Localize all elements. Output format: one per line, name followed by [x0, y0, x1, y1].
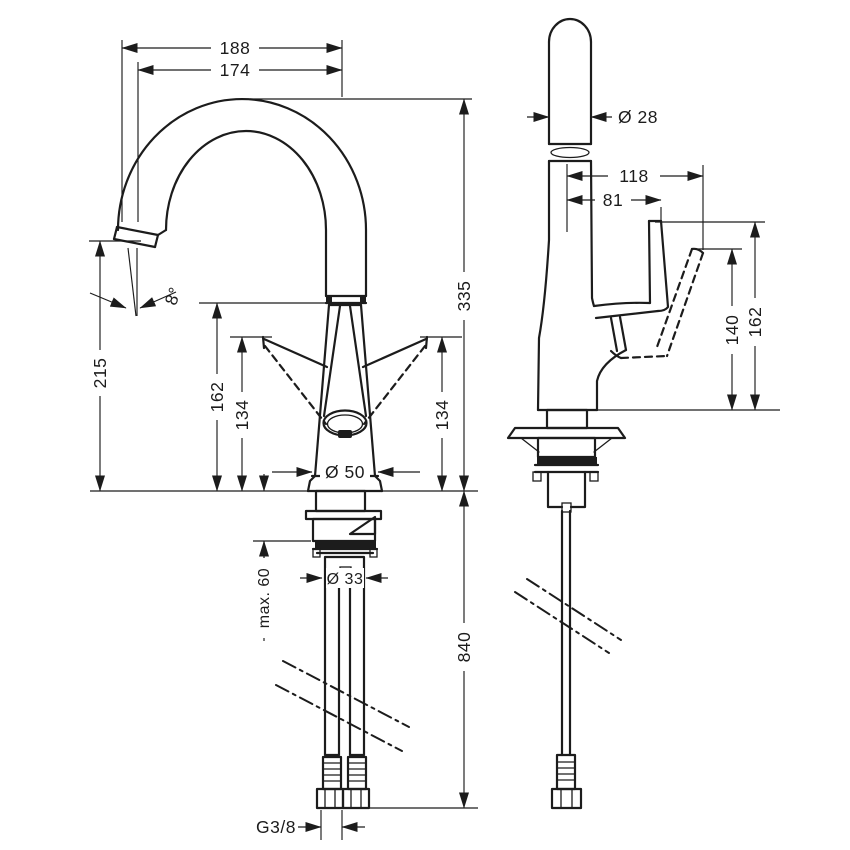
- spout-arc-inner: [164, 129, 328, 298]
- break-line: [526, 578, 622, 641]
- dim-spout-reach-174: [137, 62, 343, 222]
- seal-gasket: [315, 541, 376, 549]
- spout-outlet: [112, 225, 168, 249]
- handle-swing-right: [361, 335, 429, 426]
- dim-thread-g38: [298, 810, 365, 840]
- label-134-left: 134: [232, 400, 252, 431]
- spout-cylinder: [547, 17, 593, 163]
- break-line: [282, 660, 410, 728]
- spout-arc-outer: [116, 97, 368, 298]
- hose-braid: [555, 753, 577, 791]
- label-215: 215: [90, 358, 110, 389]
- set-screw-wedge: [348, 515, 377, 536]
- supply-hose-side: [514, 509, 622, 810]
- escutcheon-flange: [506, 426, 627, 440]
- front-view: [112, 97, 429, 810]
- label-50: Ø 50: [325, 462, 365, 482]
- label-g38: G3/8: [256, 817, 296, 837]
- label-33: Ø 33: [327, 571, 364, 588]
- break-line: [275, 684, 403, 752]
- label-28: Ø 28: [618, 107, 658, 127]
- label-162-left: 162: [207, 382, 227, 413]
- label-174: 174: [220, 60, 251, 80]
- handle-front: [322, 304, 368, 438]
- hose-connector-nut: [550, 787, 583, 810]
- handle-side-raised-dashed: [619, 247, 705, 360]
- label-140: 140: [722, 315, 742, 346]
- mounting-hardware: [304, 489, 383, 576]
- label-840: 840: [454, 632, 474, 663]
- supply-hoses: [275, 569, 410, 810]
- label-134-right: 134: [432, 400, 452, 431]
- label-335: 335: [454, 281, 474, 312]
- mounting-hardware-side: [506, 408, 627, 513]
- label-81: 81: [603, 190, 623, 210]
- handle-side: [647, 219, 670, 313]
- break-line: [514, 591, 610, 654]
- dimension-lines: [89, 40, 780, 840]
- body-side: [536, 159, 660, 412]
- handle-swing-left: [261, 335, 329, 426]
- label-max60: max. 60: [256, 568, 273, 628]
- label-188: 188: [220, 38, 251, 58]
- label-162-right: 162: [745, 307, 765, 338]
- aerator-ring: [550, 146, 590, 159]
- hose-braid: [321, 755, 368, 791]
- side-view: [506, 17, 705, 810]
- label-118: 118: [619, 166, 648, 186]
- dim-spout-angle-8deg: [89, 247, 177, 317]
- dimension-labels: 188 174 8° 215 162 134 134 335 840 Ø 50 …: [88, 38, 767, 837]
- swivel-joint: [324, 294, 368, 305]
- label-8deg: 8°: [161, 284, 186, 308]
- hose-connector-nuts: [315, 787, 371, 810]
